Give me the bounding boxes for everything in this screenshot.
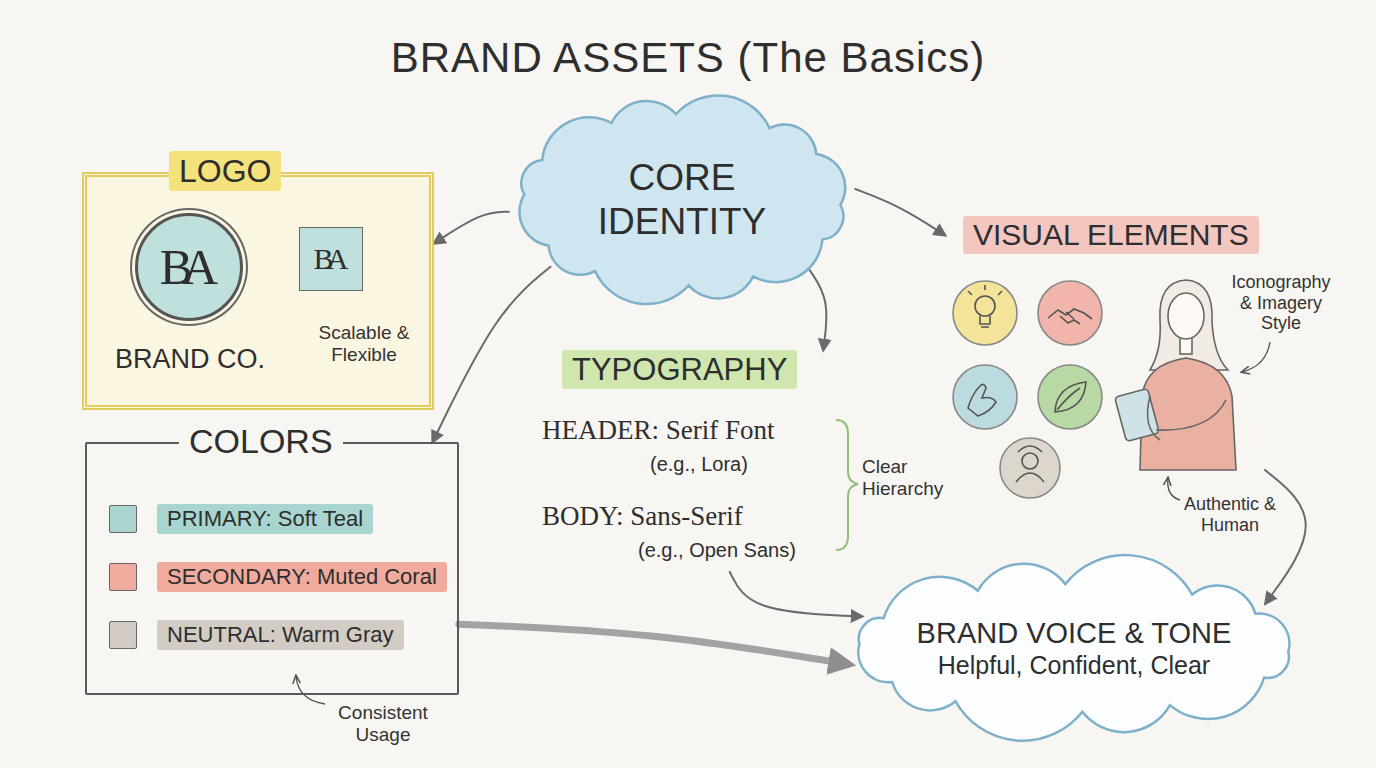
core-cloud: CORE IDENTITY bbox=[504, 94, 861, 305]
color-name: PRIMARY: Soft Teal bbox=[157, 504, 373, 534]
voice-cloud: BRAND VOICE & TONEHelpful, Confident, Cl… bbox=[839, 564, 1309, 732]
section-heading: VISUAL ELEMENTS bbox=[963, 216, 1259, 254]
colors-panel: COLORSPRIMARY: Soft TealSECONDARY: Muted… bbox=[85, 442, 459, 695]
callout-note: Consistent Usage bbox=[328, 702, 438, 746]
color-row: NEUTRAL: Warm Gray bbox=[109, 620, 404, 650]
cloud-shape bbox=[858, 555, 1289, 741]
visual-section: VISUAL ELEMENTS bbox=[945, 212, 1345, 470]
leader-line bbox=[1168, 478, 1180, 500]
leader-line bbox=[1242, 342, 1270, 372]
monogram: BA bbox=[160, 237, 218, 297]
font-example: (e.g., Lora) bbox=[650, 452, 748, 476]
logo-icon: BA bbox=[299, 227, 363, 291]
section-heading: LOGO bbox=[169, 151, 281, 191]
font-spec: HEADER: Serif Font bbox=[542, 414, 775, 446]
logo-mark: BA bbox=[135, 213, 243, 321]
cloud-title: CORE IDENTITY bbox=[567, 156, 797, 245]
leader-line bbox=[296, 676, 325, 704]
cloud-outline bbox=[504, 94, 861, 305]
connector-arrow bbox=[855, 189, 945, 235]
connector-arrow bbox=[433, 267, 551, 442]
color-name: SECONDARY: Muted Coral bbox=[157, 562, 447, 592]
font-example: (e.g., Open Sans) bbox=[638, 538, 796, 562]
connector-arrow bbox=[809, 269, 826, 350]
monogram: BA bbox=[313, 241, 348, 277]
section-heading: TYPOGRAPHY bbox=[562, 350, 797, 389]
person-illustration bbox=[1115, 280, 1236, 470]
voice-traits: Helpful, Confident, Clear bbox=[938, 650, 1210, 680]
icon-set bbox=[953, 281, 1102, 498]
hierarchy-bracket bbox=[836, 420, 858, 550]
callout-note: Iconography & Imagery Style bbox=[1225, 272, 1337, 334]
section-heading: COLORS bbox=[179, 420, 343, 463]
color-swatch bbox=[109, 505, 137, 533]
cloud-title: BRAND VOICE & TONE bbox=[917, 616, 1232, 651]
color-name: NEUTRAL: Warm Gray bbox=[157, 620, 404, 650]
font-spec: BODY: Sans-Serif bbox=[542, 500, 743, 532]
color-swatch bbox=[109, 621, 137, 649]
typography-section: TYPOGRAPHY HEADER: Serif Font (e.g., Lora)… bbox=[540, 350, 832, 572]
connector-arrow bbox=[730, 572, 862, 616]
flow-arrow bbox=[459, 624, 848, 664]
brand-name: BRAND CO. bbox=[115, 343, 265, 375]
connector-arrow bbox=[1265, 470, 1306, 603]
color-row: SECONDARY: Muted Coral bbox=[109, 562, 447, 592]
cloud-shape bbox=[519, 96, 845, 305]
color-row: PRIMARY: Soft Teal bbox=[109, 504, 373, 534]
logo-panel: BABALOGOBRAND CO. bbox=[82, 172, 434, 410]
connector-arrow bbox=[434, 212, 509, 244]
callout-note: Authentic & Human bbox=[1183, 494, 1277, 535]
callout-note: Scalable & Flexible bbox=[318, 322, 410, 366]
diagram-title: BRAND ASSETS (The Basics) bbox=[0, 34, 1376, 82]
leader-lines bbox=[296, 288, 1270, 704]
callout-note: Clear Hierarchy bbox=[862, 456, 962, 500]
color-swatch bbox=[109, 563, 137, 591]
